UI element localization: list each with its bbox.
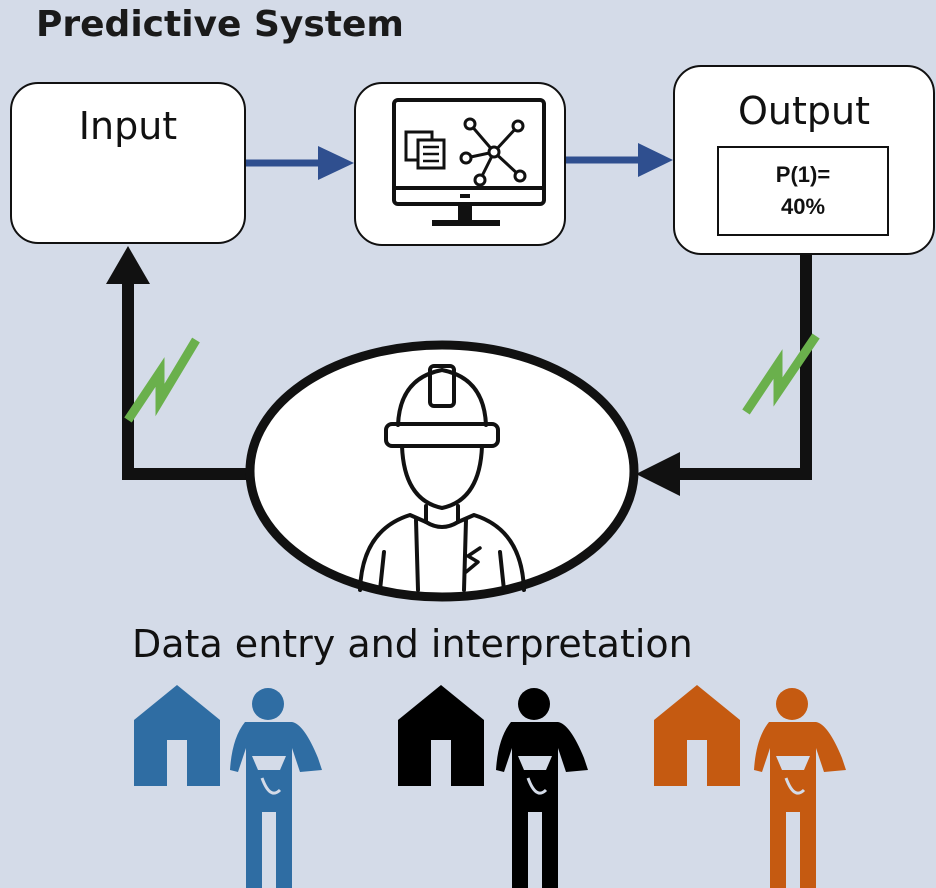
- result-line-1: P(1)=: [775, 162, 831, 187]
- input-label: Input: [78, 104, 178, 148]
- output-label: Output: [738, 89, 870, 133]
- blue-house-person-icon: [134, 685, 322, 888]
- left-noise-mark-icon: [124, 337, 200, 423]
- model-to-output-arrow: [566, 143, 673, 177]
- caption: Data entry and interpretation: [132, 622, 693, 666]
- operator-ellipse: [245, 340, 639, 602]
- engineer-hardhat-icon: [358, 364, 526, 592]
- input-to-model-arrow: [246, 146, 354, 180]
- black-house-person-icon: [398, 685, 588, 888]
- right-noise-mark-icon: [742, 333, 820, 415]
- output-box: Output P(1)= 40%: [673, 65, 935, 255]
- operator-to-input-arrow: [106, 246, 252, 480]
- input-box: Input: [10, 82, 246, 244]
- output-result-box: P(1)= 40%: [717, 146, 889, 236]
- model-box: [354, 82, 566, 246]
- diagram-title: Predictive System: [36, 4, 404, 45]
- result-line-2: 40%: [780, 194, 826, 219]
- orange-house-person-icon: [654, 685, 846, 888]
- computer-network-icon: [392, 98, 546, 226]
- output-to-operator-arrow: [636, 255, 812, 496]
